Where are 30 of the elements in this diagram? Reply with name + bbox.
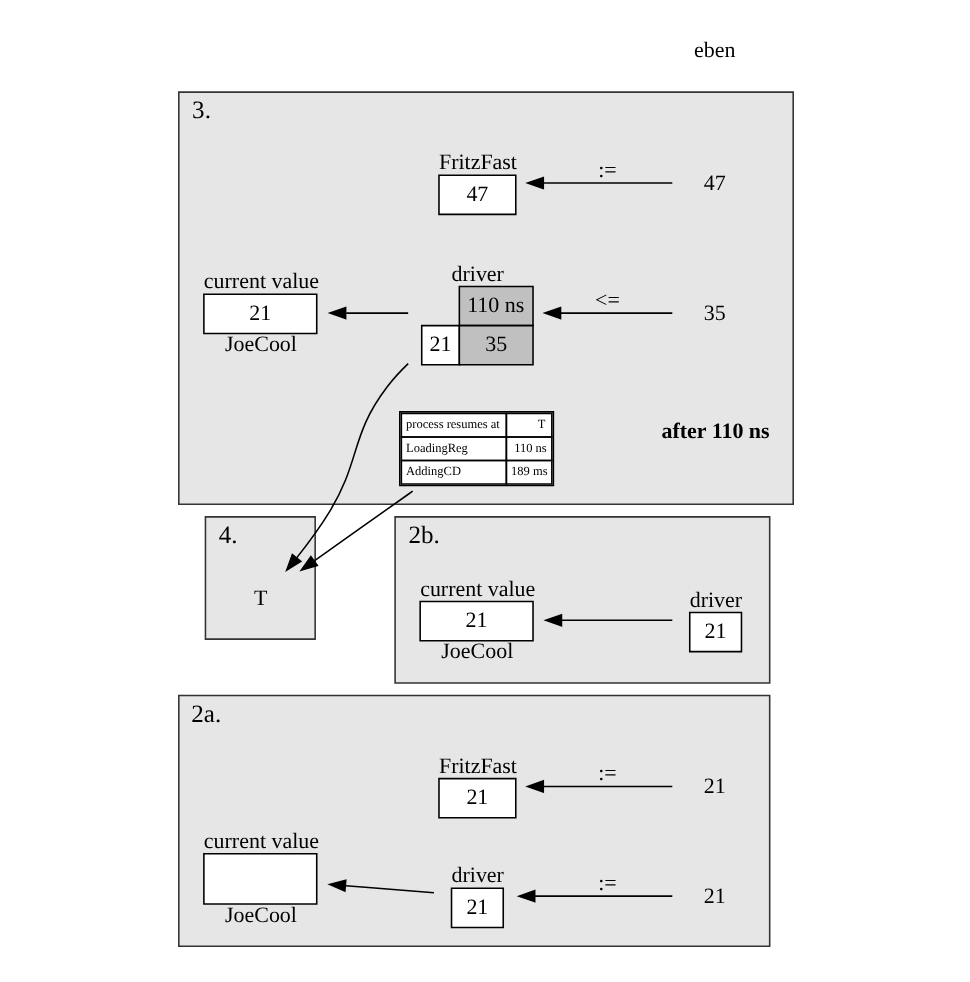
edge-label: :=	[597, 872, 616, 897]
node-text: 35	[702, 301, 725, 326]
arrow	[541, 306, 673, 320]
node-label: JoeCool	[224, 333, 296, 358]
node-label: current value	[202, 829, 319, 854]
node-label: current value	[419, 577, 535, 602]
node-label: driver	[450, 262, 503, 287]
node-label: FritzFast	[437, 754, 517, 779]
arrow	[284, 362, 408, 572]
arrow	[542, 613, 673, 627]
label: after 110 ns	[660, 420, 769, 445]
node-label: driver	[688, 588, 742, 613]
node-text: T	[253, 586, 267, 611]
edge-label: :=	[597, 159, 616, 184]
node-text: 47	[702, 171, 725, 196]
node-label: JoeCool	[224, 903, 296, 928]
arrow	[326, 879, 434, 894]
node-text: 21	[702, 775, 725, 800]
node-text: 21	[702, 884, 725, 909]
edge-label: :=	[597, 762, 616, 787]
node-label: FritzFast	[437, 151, 517, 176]
arrow	[326, 306, 408, 320]
label: eben	[693, 39, 735, 64]
edge-label: <=	[594, 289, 619, 314]
arrow	[524, 176, 673, 190]
node-label: current value	[202, 270, 319, 295]
arrow	[524, 779, 673, 794]
node-label: driver	[450, 864, 503, 889]
node-label: JoeCool	[440, 640, 513, 665]
arrow	[515, 889, 673, 903]
